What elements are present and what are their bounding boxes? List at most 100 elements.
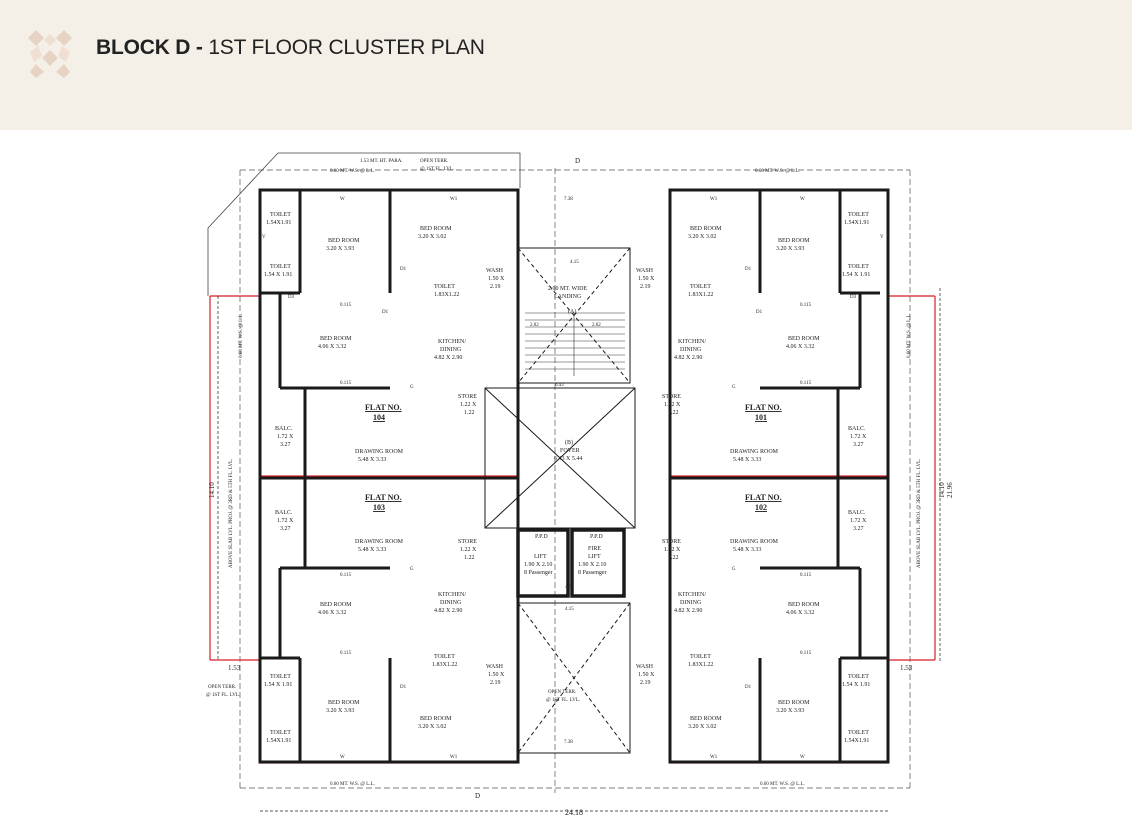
toilet-br-size: 1.54 X 1.91 — [842, 682, 870, 688]
store-tr-name: STORE — [662, 394, 681, 400]
wash-tl-size2: 2.19 — [490, 284, 501, 290]
kitchen-tl-name: KITCHEN/ — [438, 339, 466, 345]
drawing-bl-name: DRAWING ROOM — [355, 539, 404, 545]
store-tl-size2: 1.22 — [464, 410, 475, 416]
flat-103-number: 103 — [373, 503, 385, 512]
note-ws-top-right: 0.60 MT. W.S. @ L.L. — [755, 169, 800, 174]
dim-left-depth: 14.10 — [208, 482, 216, 498]
lift-a-size: 1.90 X 2.10 — [524, 562, 552, 568]
lift-b-name: FIRE — [588, 546, 601, 552]
balc-l-name: BALC. — [275, 426, 293, 432]
bed-br-side-name: BED ROOM — [788, 602, 820, 608]
store-bl-size: 1.22 X — [460, 547, 477, 553]
flat-labels: FLAT NO. 104 FLAT NO. 101 FLAT NO. 103 F… — [365, 403, 782, 512]
kitchen-bl-size: 4.82 X 2.90 — [434, 608, 462, 614]
drawing-tr-size: 5.48 X 3.33 — [733, 457, 761, 463]
gate-br: G — [732, 567, 736, 572]
lift-b-cap: 8 Passenger — [578, 570, 607, 576]
wall-thk-6: 0.115 — [800, 573, 812, 578]
note-open-terr-bottom-lvl: @ 1ST FL. LVL. — [546, 698, 580, 703]
foyer-size: 6.43 X 5.44 — [554, 456, 582, 462]
bed-br-side-size: 4.06 X 3.32 — [786, 610, 814, 616]
dim-total-width: 24.18 — [565, 808, 583, 817]
section-mark-top: D — [575, 157, 580, 165]
lift-shafts — [516, 528, 626, 598]
bed-bl-name: BED ROOM — [328, 700, 360, 706]
wall-thk-5: 0.115 — [340, 573, 352, 578]
flat-101-number: 101 — [755, 413, 767, 422]
toilet-tl-name: TOILET — [270, 212, 291, 218]
balc-br-size2: 3.27 — [853, 526, 864, 532]
bed-r-side-name: BED ROOM — [788, 336, 820, 342]
ws-side-left: 0.60 MT. W.S. @ L.L. — [239, 313, 244, 358]
note-open-terr-left-lvl: @ 1ST FL. LVL. — [206, 693, 240, 698]
flat-104-label: FLAT NO. — [365, 403, 402, 412]
balc-bl-size2: 3.27 — [280, 526, 291, 532]
balc-bl-name: BALC. — [275, 510, 293, 516]
toilet-bl2-size: 1.54X1.91 — [266, 738, 291, 744]
wash-tl-size: 1.50 X — [488, 276, 505, 282]
balc-r-size: 1.72 X — [850, 434, 867, 440]
win-bl: W — [340, 755, 345, 760]
foyer-name: FOYER — [560, 448, 580, 454]
toilet-br2-name: TOILET — [848, 730, 869, 736]
dim-mid-top: 7.38 — [564, 197, 573, 202]
stair-treads — [525, 312, 625, 376]
bed-l-side-name: BED ROOM — [320, 336, 352, 342]
kitchen-tl-name2: DINING — [440, 347, 462, 353]
wash-bl-size: 1.50 X — [488, 672, 505, 678]
wash-bl-size2: 2.19 — [490, 680, 501, 686]
door-bl: D1 — [400, 685, 407, 690]
kitchen-tl-size: 4.82 X 2.90 — [434, 355, 462, 361]
kitchen-br-name2: DINING — [680, 600, 702, 606]
drawing-tl-size: 5.48 X 3.33 — [358, 457, 386, 463]
dim-right-depth: 14.10 — [938, 482, 946, 498]
wash-tr-name: WASH — [636, 268, 654, 274]
vent-tl: V — [262, 235, 266, 240]
toilet-tr2-size: 1.54 X 1.91 — [842, 272, 870, 278]
balc-r-name: BALC. — [848, 426, 866, 432]
dim-side-left: 1.53 — [228, 664, 241, 672]
balc-br-size: 1.72 X — [850, 518, 867, 524]
win-tl1: W1 — [450, 197, 458, 202]
toilet-blm-size: 1.83X1.22 — [432, 662, 457, 668]
toilet-tl-size: 1.54X1.91 — [266, 220, 291, 226]
drawing-br-name: DRAWING ROOM — [730, 539, 779, 545]
bed-bl-size: 3.20 X 3.93 — [326, 708, 354, 714]
toilet-trm-name: TOILET — [690, 284, 711, 290]
store-bl-name: STORE — [458, 539, 477, 545]
wash-tr-size: 1.50 X — [638, 276, 655, 282]
win-bl1: W1 — [450, 755, 458, 760]
bed-tl-inner-name: BED ROOM — [420, 226, 452, 232]
wall-thk-3: 0.115 — [340, 381, 352, 386]
balc-l-size2: 3.27 — [280, 442, 291, 448]
store-tl-name: STORE — [458, 394, 477, 400]
landing-name2: LANDING — [554, 294, 582, 300]
store-br-size2: 1.22 — [668, 555, 679, 561]
drawing-tr-name: DRAWING ROOM — [730, 449, 779, 455]
wash-br-size: 1.50 X — [638, 672, 655, 678]
dim-mid-bottom: 7.38 — [564, 740, 573, 745]
bed-br-name: BED ROOM — [778, 700, 810, 706]
dim-foyer-w: 6.43 — [555, 383, 564, 388]
toilet-brm-name: TOILET — [690, 654, 711, 660]
dim-right-depth-total: 21.96 — [946, 482, 954, 498]
balc-bl-size: 1.72 X — [277, 518, 294, 524]
open-terrace-outline — [207, 152, 521, 296]
wash-bl-name: WASH — [486, 664, 504, 670]
bed-tl-size: 3.20 X 3.93 — [326, 246, 354, 252]
dim-lift-lobby: 4.38 — [565, 585, 574, 590]
lift-b-name2: LIFT — [588, 554, 601, 560]
kitchen-bl-name: KITCHEN/ — [438, 592, 466, 598]
toilet-brm-size: 1.83X1.22 — [688, 662, 713, 668]
page-title: BLOCK D - 1ST FLOOR CLUSTER PLAN — [96, 36, 485, 60]
toilet-blm-name: TOILET — [434, 654, 455, 660]
bed-br-inner-name: BED ROOM — [690, 716, 722, 722]
wall-thk-1: 0.115 — [340, 303, 352, 308]
toilet-br-name: TOILET — [848, 674, 869, 680]
bed-tr-inner-name: BED ROOM — [690, 226, 722, 232]
store-tr-size2: 1.22 — [668, 410, 679, 416]
toilet-trm-size: 1.83X1.22 — [688, 292, 713, 298]
bed-tr-size: 3.20 X 3.93 — [776, 246, 804, 252]
dim-stair-bottom: 4.15 — [565, 607, 574, 612]
